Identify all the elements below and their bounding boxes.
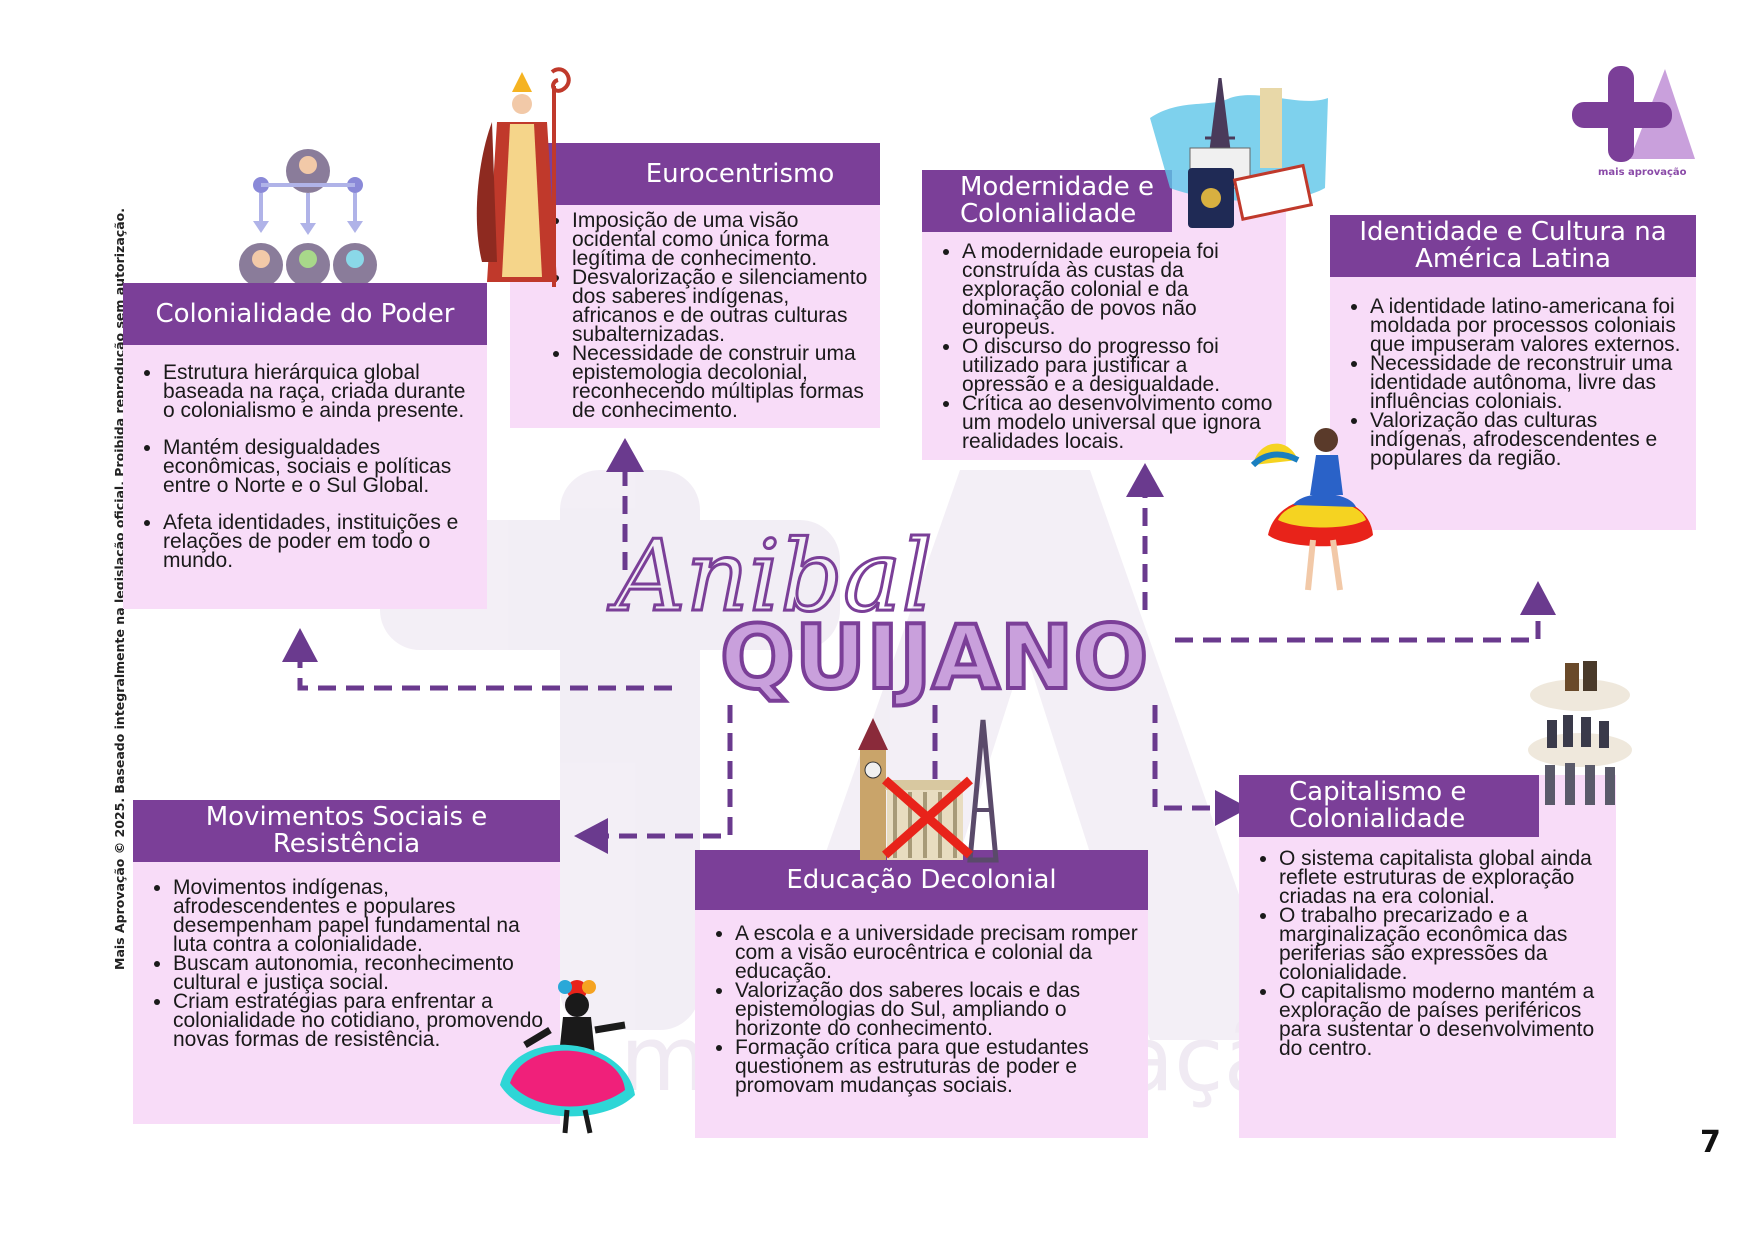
box-list: A escola e a universidade precisam rompe…: [695, 910, 1148, 1096]
box-movimentos: Movimentos Sociais e Resistência Movimen…: [133, 800, 560, 1124]
list-item: Necessidade de construir uma epistemolog…: [572, 343, 870, 421]
box-list: Estrutura hierárquica global baseada na …: [123, 345, 487, 571]
logo-text: mais aprovação: [1598, 167, 1687, 178]
world-landmarks-passport-icon: [1150, 78, 1328, 228]
box-list: A identidade latino-americana foi moldad…: [1330, 277, 1696, 469]
mais-aprovacao-logo-icon: [1572, 66, 1695, 162]
list-item: Necessidade de reconstruir uma identidad…: [1370, 353, 1686, 412]
box-modernidade: Modernidade e Colonialidade A modernidad…: [922, 170, 1286, 460]
box-capitalismo: Capitalismo e Colonialidade O sistema ca…: [1239, 775, 1616, 1138]
hierarchy-people-icon: [239, 149, 377, 287]
list-item: Desvalorização e silenciamento dos saber…: [572, 267, 870, 345]
list-item: Formação crítica para que estudantes que…: [735, 1037, 1138, 1096]
list-item: Mantém desigualdades econômicas, sociais…: [163, 437, 477, 496]
list-item: O sistema capitalista global ainda refle…: [1279, 848, 1606, 907]
list-item: Criam estratégias para enfrentar a colon…: [173, 991, 550, 1050]
bishop-figure-icon: [476, 67, 571, 287]
business-people-platform-icon: [1528, 661, 1632, 805]
center-title: Anibal QUIJANO: [606, 520, 1151, 710]
list-item: Valorização das culturas indígenas, afro…: [1370, 410, 1686, 469]
page-number: 7: [1700, 1125, 1721, 1160]
box-eurocentrismo: Eurocentrismo Imposição de uma visão oci…: [510, 143, 880, 428]
list-item: Crítica ao desenvolvimento como um model…: [962, 393, 1276, 452]
box-list: Imposição de uma visão ocidental como ún…: [510, 205, 880, 421]
box-title: Colonialidade do Poder: [123, 283, 487, 345]
list-item: O trabalho precarizado e a marginalizaçã…: [1279, 905, 1606, 983]
box-title: Eurocentrismo: [510, 143, 880, 205]
list-item: O capitalismo moderno mantém a exploraçã…: [1279, 981, 1606, 1059]
box-colonialidade-poder: Colonialidade do Poder Estrutura hierárq…: [123, 283, 487, 609]
list-item: A identidade latino-americana foi moldad…: [1370, 296, 1686, 355]
box-title: Movimentos Sociais e Resistência: [133, 800, 560, 862]
list-item: Imposição de uma visão ocidental como ún…: [572, 210, 870, 269]
list-item: Valorização dos saberes locais e das epi…: [735, 980, 1138, 1039]
list-item: Estrutura hierárquica global baseada na …: [163, 362, 477, 421]
dancer-silhouette-icon: [500, 980, 635, 1134]
box-identidade: Identidade e Cultura na América Latina A…: [1330, 215, 1696, 530]
box-list: A modernidade europeia foi construída às…: [922, 232, 1286, 452]
box-title: Modernidade e Colonialidade: [922, 170, 1172, 232]
list-item: Movimentos indígenas, afrodescendentes e…: [173, 877, 550, 955]
box-title: Identidade e Cultura na América Latina: [1330, 215, 1696, 277]
box-title: Capitalismo e Colonialidade: [1239, 775, 1539, 837]
crossed-out-landmarks-icon: [858, 718, 999, 863]
box-list: O sistema capitalista global ainda refle…: [1239, 837, 1616, 1059]
box-list: Movimentos indígenas, afrodescendentes e…: [133, 862, 560, 1050]
list-item: A modernidade europeia foi construída às…: [962, 241, 1276, 338]
list-item: Afeta identidades, instituições e relaçõ…: [163, 512, 477, 571]
list-item: O discurso do progresso foi utilizado pa…: [962, 336, 1276, 395]
list-item: Buscam autonomia, reconhecimento cultura…: [173, 953, 550, 993]
last-name: QUIJANO: [720, 606, 1148, 709]
latin-dancer-icon: [1250, 428, 1373, 591]
first-name: Anibal: [607, 520, 933, 634]
list-item: A escola e a universidade precisam rompe…: [735, 923, 1138, 982]
box-educacao: Educação Decolonial A escola e a univers…: [695, 850, 1148, 1138]
